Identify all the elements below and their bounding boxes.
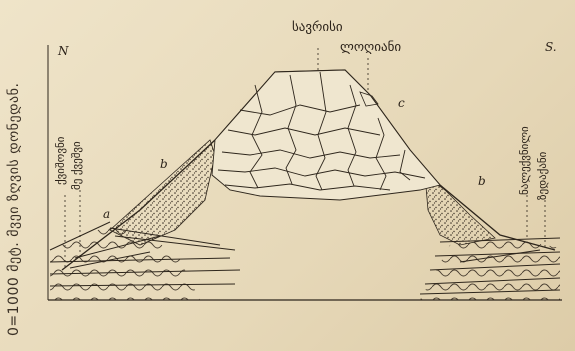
left-stippled-flank [110, 140, 215, 245]
right-label-2: ზედაქანი [536, 152, 549, 200]
letter-b-right: b [478, 174, 486, 188]
north-marker: N [58, 44, 69, 58]
letter-c: c [398, 96, 405, 110]
letter-b-left: b [160, 157, 168, 171]
core-label: ლოღიანი [340, 40, 401, 55]
summit-label: სავრისი [292, 20, 343, 35]
right-label-1: ნალექვნილი [518, 126, 531, 195]
crystalline-core [212, 70, 440, 200]
south-marker: S. [545, 40, 557, 54]
left-label-2: მე ქვეშვი [70, 141, 83, 190]
letter-a: a [103, 207, 110, 221]
scale-label: 0=1000 მეტ. მვეი ზღვის დონედან. [6, 83, 22, 336]
right-strata [420, 238, 560, 300]
left-label-1: ქვიშოვნი [54, 137, 67, 185]
